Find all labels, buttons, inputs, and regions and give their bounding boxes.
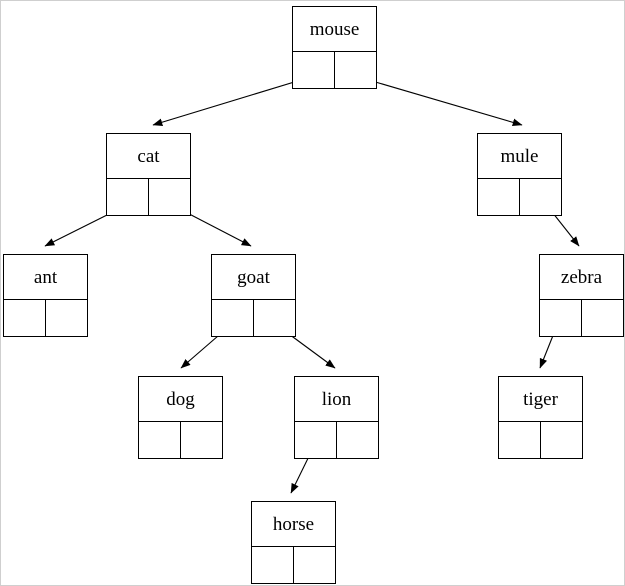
node-label-tiger: tiger	[499, 377, 582, 422]
node-pointers-tiger	[499, 422, 582, 458]
right-pointer-cell-tiger[interactable]	[541, 422, 583, 458]
node-pointers-mouse	[293, 52, 376, 88]
right-pointer-cell-lion[interactable]	[337, 422, 379, 458]
node-pointers-zebra	[540, 300, 623, 336]
tree-node-cat[interactable]: cat	[106, 133, 191, 216]
tree-node-mule[interactable]: mule	[477, 133, 562, 216]
node-pointers-horse	[252, 547, 335, 583]
node-label-ant: ant	[4, 255, 87, 300]
left-pointer-cell-ant[interactable]	[4, 300, 46, 336]
node-label-dog: dog	[139, 377, 222, 422]
tree-node-tiger[interactable]: tiger	[498, 376, 583, 459]
left-pointer-cell-zebra[interactable]	[540, 300, 582, 336]
right-pointer-cell-zebra[interactable]	[582, 300, 624, 336]
node-label-horse: horse	[252, 502, 335, 547]
node-pointers-ant	[4, 300, 87, 336]
node-pointers-dog	[139, 422, 222, 458]
tree-node-zebra[interactable]: zebra	[539, 254, 624, 337]
node-pointers-cat	[107, 179, 190, 215]
right-pointer-cell-goat[interactable]	[254, 300, 296, 336]
node-label-goat: goat	[212, 255, 295, 300]
left-pointer-cell-goat[interactable]	[212, 300, 254, 336]
left-pointer-cell-dog[interactable]	[139, 422, 181, 458]
left-pointer-cell-lion[interactable]	[295, 422, 337, 458]
node-label-zebra: zebra	[540, 255, 623, 300]
tree-node-horse[interactable]: horse	[251, 501, 336, 584]
left-pointer-cell-mule[interactable]	[478, 179, 520, 215]
node-label-cat: cat	[107, 134, 190, 179]
left-pointer-cell-cat[interactable]	[107, 179, 149, 215]
edge-mouse-left-to-cat	[152, 75, 315, 126]
right-pointer-cell-mouse[interactable]	[335, 52, 377, 88]
tree-node-ant[interactable]: ant	[3, 254, 88, 337]
edge-mouse-right-to-mule	[354, 75, 523, 127]
right-pointer-cell-dog[interactable]	[181, 422, 223, 458]
right-pointer-cell-mule[interactable]	[520, 179, 562, 215]
tree-node-lion[interactable]: lion	[294, 376, 379, 459]
right-pointer-cell-cat[interactable]	[149, 179, 191, 215]
left-pointer-cell-tiger[interactable]	[499, 422, 541, 458]
tree-node-dog[interactable]: dog	[138, 376, 223, 459]
node-pointers-lion	[295, 422, 378, 458]
right-pointer-cell-ant[interactable]	[46, 300, 88, 336]
left-pointer-cell-mouse[interactable]	[293, 52, 335, 88]
node-pointers-goat	[212, 300, 295, 336]
left-pointer-cell-horse[interactable]	[252, 547, 294, 583]
right-pointer-cell-horse[interactable]	[294, 547, 336, 583]
node-label-mule: mule	[478, 134, 561, 179]
node-label-mouse: mouse	[293, 7, 376, 52]
tree-node-mouse[interactable]: mouse	[292, 6, 377, 89]
node-label-lion: lion	[295, 377, 378, 422]
node-pointers-mule	[478, 179, 561, 215]
tree-node-goat[interactable]: goat	[211, 254, 296, 337]
